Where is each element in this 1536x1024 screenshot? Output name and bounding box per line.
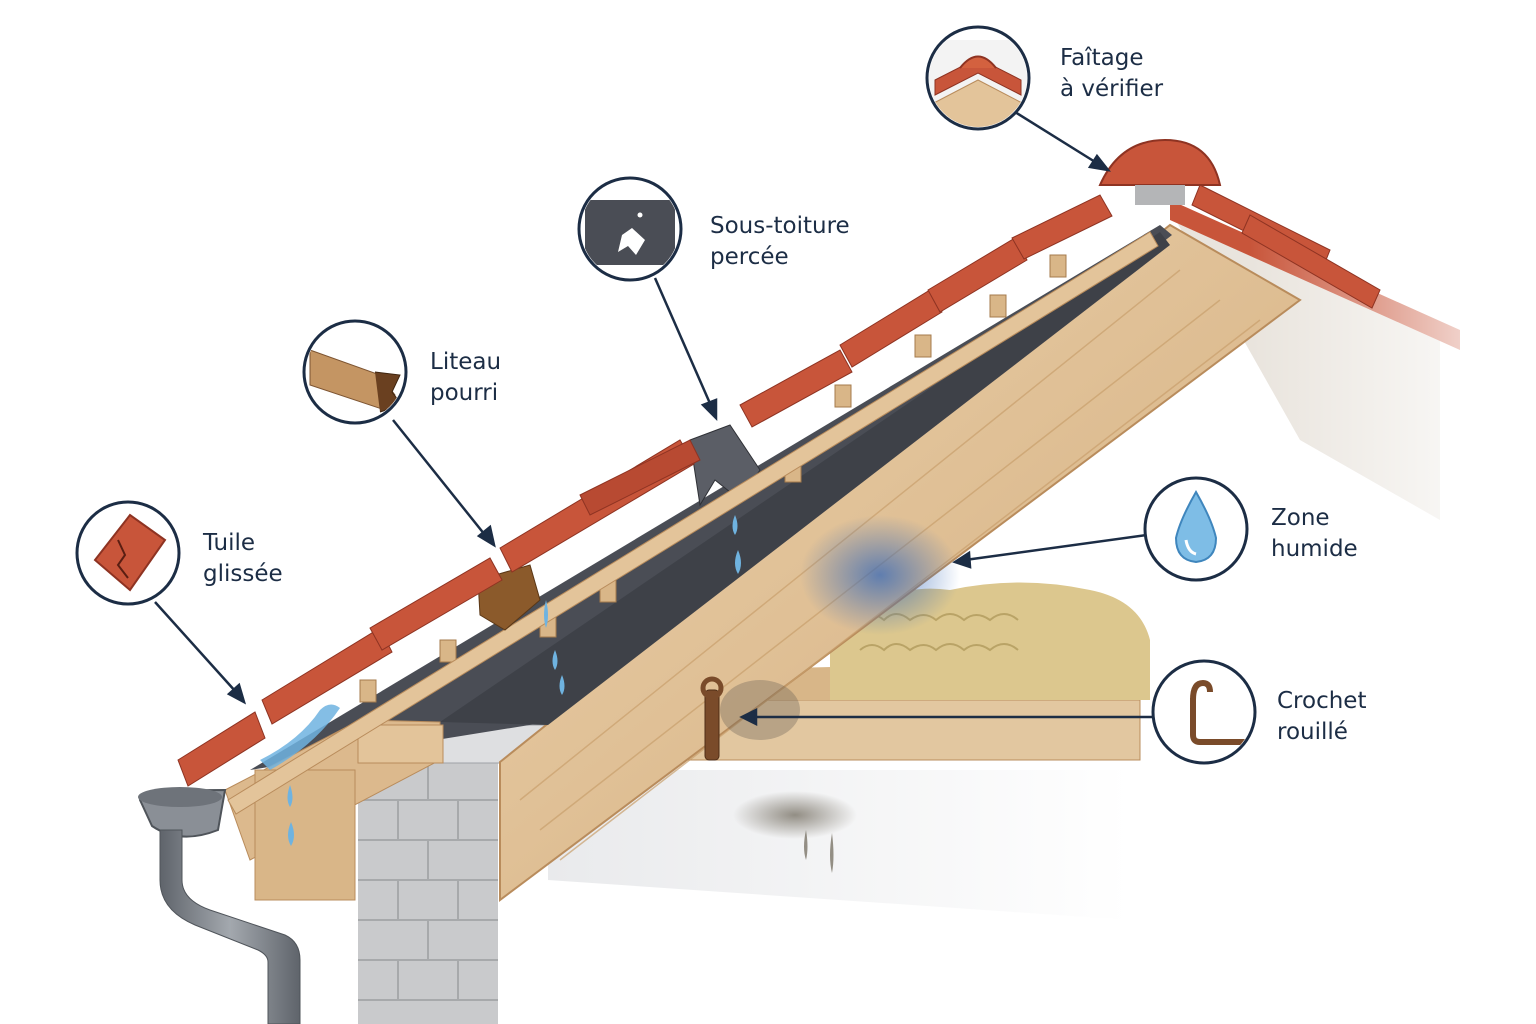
callout-liteau-label: Liteau pourri <box>430 347 501 409</box>
callout-crochet-badge <box>1151 659 1257 765</box>
callout-liteau-line-1: Liteau <box>430 349 502 375</box>
callout-tuile-line-1: Tuile <box>203 530 256 556</box>
ridge-cap <box>1098 138 1222 186</box>
callout-faitage-line-1: Faîtage <box>1060 45 1144 71</box>
callout-tuile-label: Tuile glissée <box>203 528 283 590</box>
gutter-downpipe <box>138 787 301 1024</box>
roof-tiles <box>177 138 1381 787</box>
callout-zone-badge <box>1143 476 1249 582</box>
callout-sous-toiture-line-2: percée <box>710 244 789 270</box>
water-drop-icon <box>1174 489 1218 564</box>
callout-liteau-badge <box>302 319 408 425</box>
battens <box>227 231 1159 815</box>
rusty-hook-icon <box>1190 679 1250 745</box>
callout-faitage-label: Faîtage à vérifier <box>1060 43 1163 105</box>
callout-faitage-line-2: à vérifier <box>1060 76 1164 102</box>
callout-crochet-line-2: rouillé <box>1277 719 1348 745</box>
ridge-tile-icon <box>929 40 1027 127</box>
water-leaks <box>260 515 741 846</box>
callout-zone-label: Zone humide <box>1271 503 1358 565</box>
torn-membrane-icon <box>585 200 675 265</box>
callout-tuile-badge <box>75 500 181 606</box>
callout-tuile-line-2: glissée <box>203 561 283 587</box>
cracked-tile-icon <box>93 513 167 592</box>
rusty-hook <box>700 676 724 761</box>
callout-sous-toiture-label: Sous-toiture percée <box>710 211 850 273</box>
callout-crochet-label: Crochet rouillé <box>1277 686 1366 748</box>
callout-sous-toiture-line-1: Sous-toiture <box>710 213 850 239</box>
ceiling <box>548 770 1130 920</box>
callout-sous-toiture-badge <box>577 176 683 282</box>
callout-arrows <box>154 110 1155 727</box>
damp-stain <box>800 515 960 635</box>
callout-liteau-line-2: pourri <box>430 380 499 406</box>
callout-crochet-line-1: Crochet <box>1277 688 1367 714</box>
rafter <box>499 223 1302 902</box>
callout-zone-line-1: Zone <box>1271 505 1330 531</box>
callout-zone-line-2: humide <box>1271 536 1358 562</box>
ceiling-water-stain <box>733 791 857 839</box>
